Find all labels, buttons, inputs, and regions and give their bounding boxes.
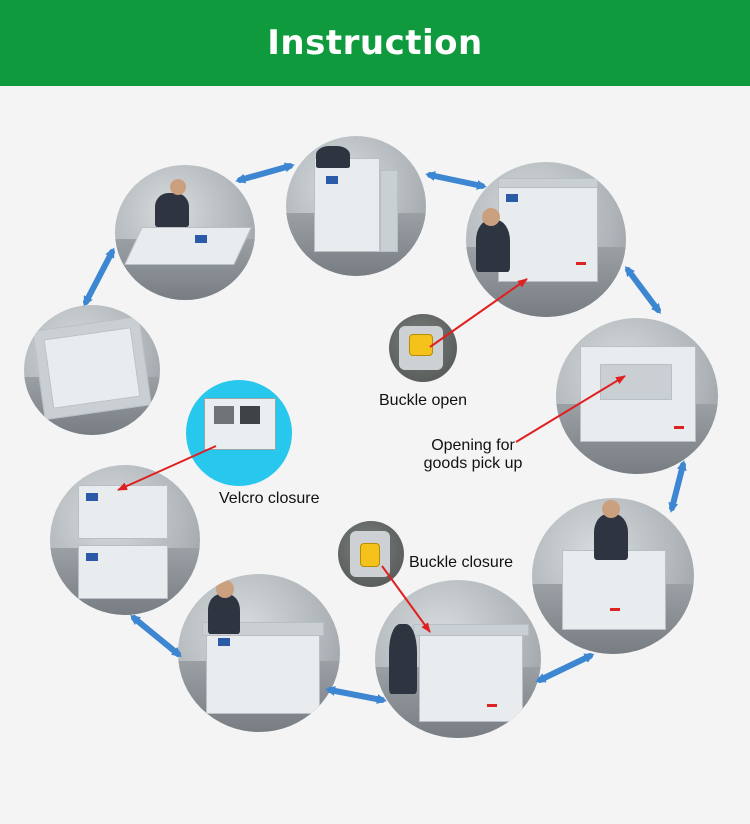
photo-lid-placement: [178, 574, 340, 732]
photo-pallet-base: [24, 305, 160, 435]
cycle-arrow-2: [425, 171, 487, 190]
photo-flat-folded-box: [115, 165, 255, 300]
caption-opening-line1: Opening for: [431, 437, 515, 454]
photo-raising-panels: [286, 136, 426, 276]
cycle-arrow-1: [235, 162, 295, 184]
caption-buckle-open: Buckle open: [379, 392, 468, 409]
cycle-arrow-3: [625, 266, 661, 314]
page-title: Instruction: [267, 23, 483, 63]
caption-opening-line2: goods pick up: [423, 455, 523, 472]
buckle-closure-callout: [338, 521, 404, 587]
buckle-open-callout: [389, 314, 457, 382]
velcro-closure-callout: [186, 380, 292, 486]
photo-stacked-boxes: [50, 465, 200, 615]
photo-person-in-box: [532, 498, 694, 654]
photo-buckle-closure: [375, 580, 541, 738]
caption-buckle-closure: Buckle closure: [409, 554, 514, 571]
cycle-arrow-5: [535, 653, 595, 683]
cycle-arrow-8: [83, 247, 115, 307]
cycle-arrow-7: [130, 614, 182, 658]
caption-velcro: Velcro closure: [219, 490, 320, 507]
caption-opening: Opening for goods pick up: [418, 437, 528, 473]
photo-goods-opening: [556, 318, 718, 474]
header-banner: Instruction: [0, 0, 750, 86]
photo-buckle-open: [466, 162, 626, 317]
